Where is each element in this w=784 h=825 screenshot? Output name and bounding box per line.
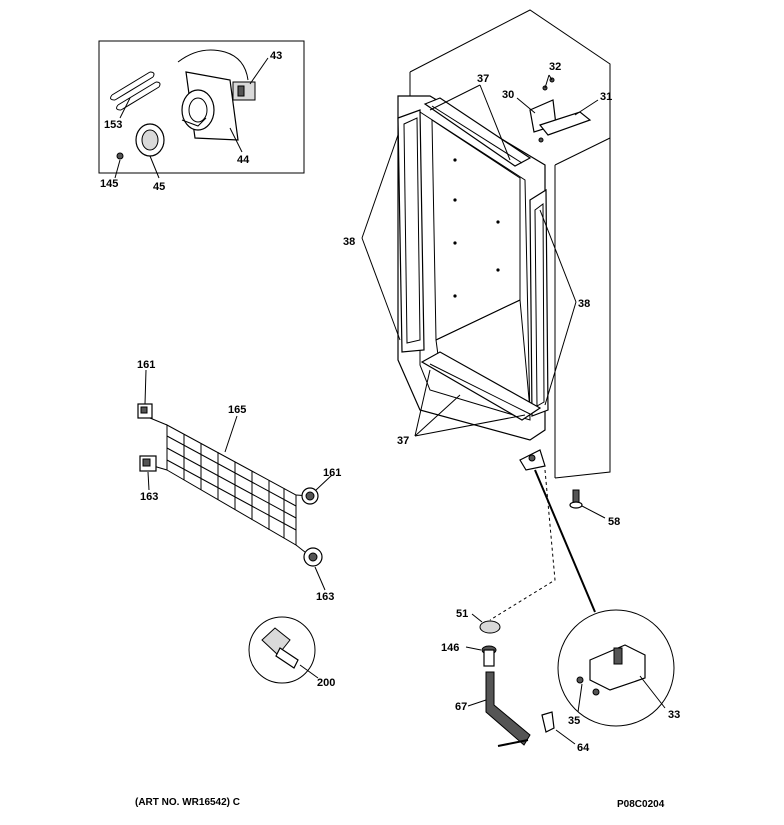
shelf-support-163-left	[139, 455, 157, 472]
fan-assembly-inset	[98, 40, 305, 179]
label-32: 32	[549, 61, 561, 73]
label-35: 35	[568, 715, 580, 727]
label-165: 165	[228, 404, 246, 416]
bottom-hinge-detail	[534, 469, 675, 727]
label-58: 58	[608, 516, 620, 528]
dashed-leader	[489, 469, 556, 621]
label-31: 31	[600, 91, 612, 103]
label-145: 145	[100, 178, 118, 190]
label-161-left: 161	[137, 359, 155, 371]
shelf-support-161-left	[137, 403, 153, 419]
label-64: 64	[577, 742, 590, 754]
plug-button-51	[471, 613, 501, 634]
cabinet-leader-lines	[361, 74, 599, 437]
label-163-left: 163	[140, 491, 158, 503]
label-163-right: 163	[316, 591, 334, 603]
clip-64	[541, 711, 576, 745]
label-200: 200	[317, 677, 335, 689]
shelf-support-161-right	[301, 487, 319, 505]
art-number: (ART NO. WR16542) C	[135, 797, 240, 808]
fan-motor-bracket	[181, 71, 239, 141]
shelf-support-163-right	[303, 547, 323, 567]
door-gasket-right	[529, 188, 549, 417]
label-51: 51	[456, 608, 468, 620]
fan-blade	[135, 123, 165, 157]
diagram-code: P08C0204	[617, 799, 665, 810]
label-45: 45	[153, 181, 165, 193]
label-153: 153	[104, 119, 122, 131]
label-37-top: 37	[477, 73, 489, 85]
motor-plug	[232, 81, 256, 101]
label-43: 43	[270, 50, 282, 62]
label-44: 44	[237, 154, 250, 166]
door-gasket-left	[397, 109, 425, 353]
label-38-left: 38	[343, 236, 355, 248]
label-33: 33	[668, 709, 680, 721]
top-hinge	[529, 77, 592, 143]
label-38-right: 38	[578, 298, 590, 310]
wire-shelf	[149, 417, 311, 557]
label-67: 67	[455, 701, 467, 713]
label-146: 146	[441, 642, 459, 654]
breaker-strip-bottom	[420, 351, 542, 421]
bottom-hinge-small	[519, 449, 546, 471]
shelf-leader-lines	[144, 369, 333, 591]
leveling-leg	[569, 489, 606, 519]
label-37-bottom: 37	[397, 435, 409, 447]
hinge-pin-67	[467, 671, 531, 747]
label-161-right: 161	[323, 467, 341, 479]
heater-coil	[110, 71, 161, 111]
label-30: 30	[502, 89, 514, 101]
part-200-detail	[248, 616, 319, 684]
bushing-146	[465, 645, 497, 667]
screw	[116, 152, 124, 160]
